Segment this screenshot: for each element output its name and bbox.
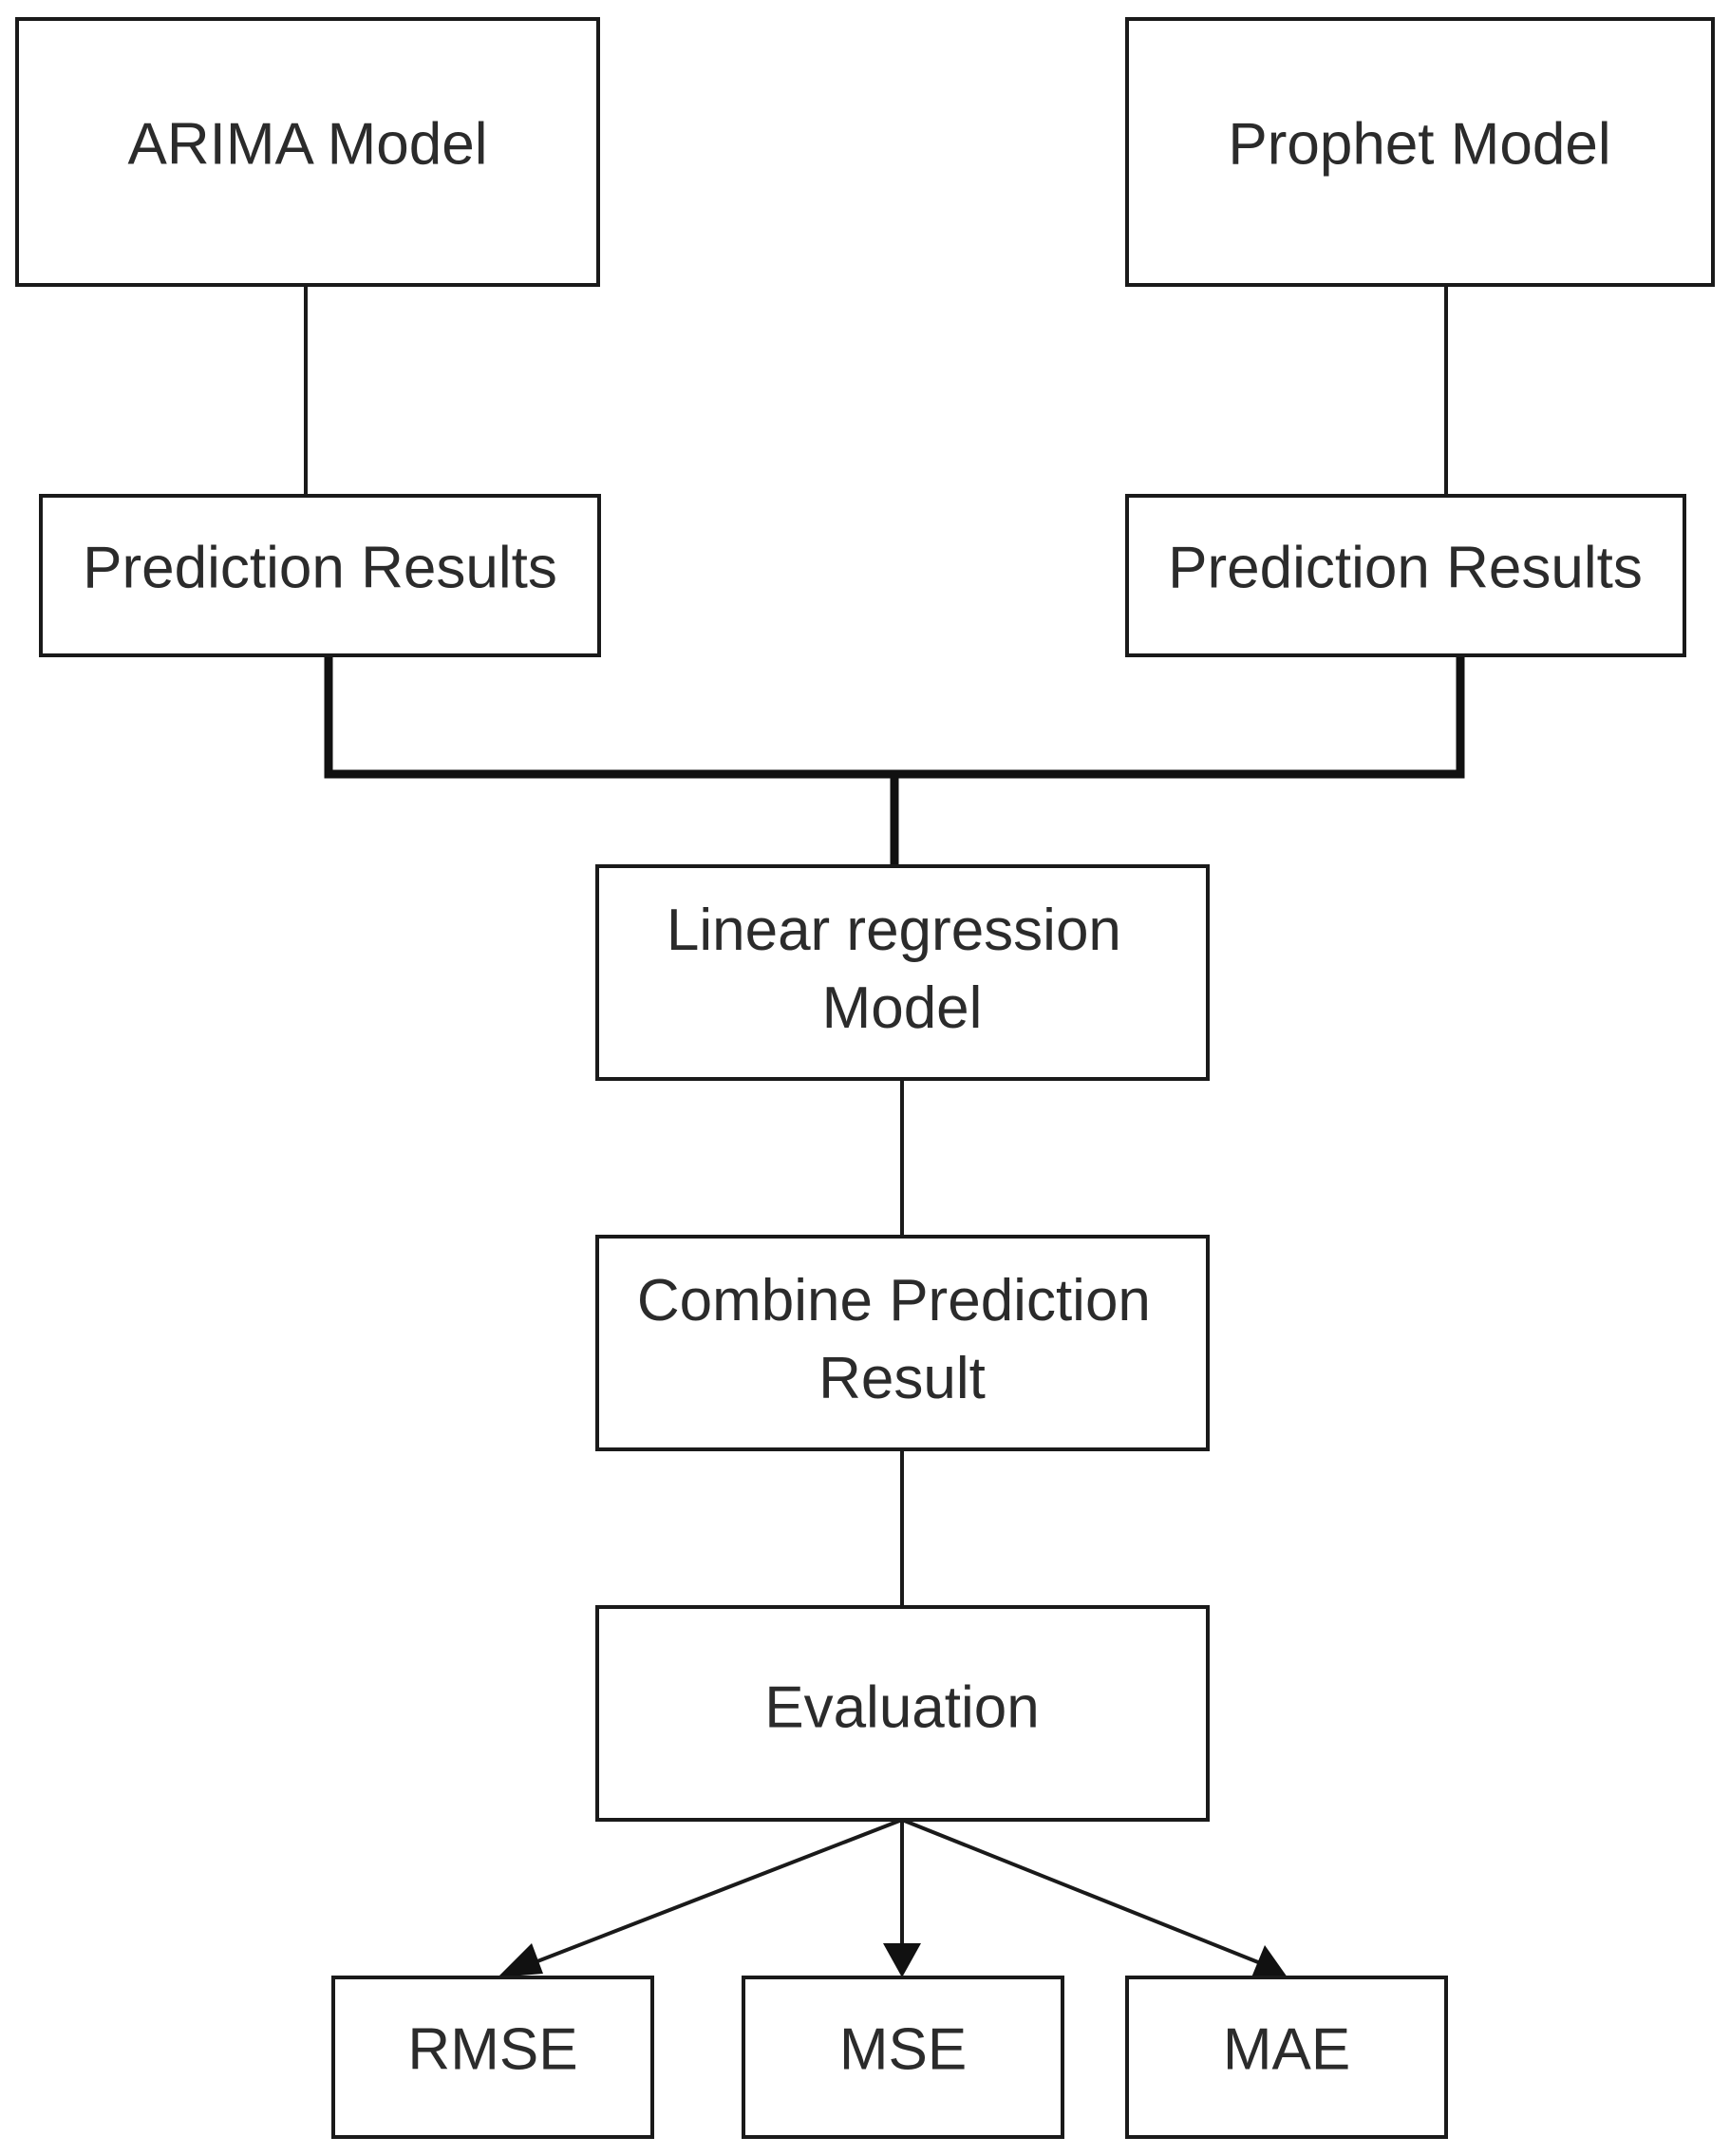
mse-box: MSE xyxy=(742,1976,1064,2139)
mae-label: MAE xyxy=(1223,2016,1350,2082)
prophet-prediction-results-label: Prediction Results xyxy=(1168,535,1643,600)
combine-prediction-result-line-1: Combine Prediction xyxy=(637,1268,1151,1333)
linear-regression-model-label: Linear regression Model xyxy=(667,898,1138,1041)
linear-regression-model-box: Linear regression Model xyxy=(595,864,1210,1081)
arima-model-box: ARIMA Model xyxy=(15,17,600,287)
rmse-label: RMSE xyxy=(407,2016,577,2082)
prophet-model-box: Prophet Model xyxy=(1125,17,1715,287)
evaluation-label: Evaluation xyxy=(764,1674,1040,1740)
edge-evaluation-to-rmse xyxy=(519,1818,903,1970)
rmse-box: RMSE xyxy=(331,1976,654,2139)
combine-prediction-result-line-2: Result xyxy=(818,1346,986,1411)
prophet-model-label: Prophet Model xyxy=(1228,111,1610,177)
arrowhead-rmse xyxy=(498,1943,543,1977)
connectors xyxy=(304,285,1465,1977)
mae-box: MAE xyxy=(1125,1976,1448,2139)
mse-label: MSE xyxy=(839,2016,967,2082)
prophet-prediction-results-box: Prediction Results xyxy=(1125,494,1686,657)
arrowhead-mse xyxy=(883,1943,921,1977)
edge-evaluation-to-mae xyxy=(901,1818,1264,1966)
evaluation-box: Evaluation xyxy=(595,1605,1210,1822)
combine-prediction-result-label: Combine Prediction Result xyxy=(637,1268,1167,1411)
linear-regression-model-line-2: Model xyxy=(822,975,983,1041)
linear-regression-model-line-1: Linear regression xyxy=(667,898,1121,963)
arrowhead-mae xyxy=(1251,1945,1288,1977)
edge-predictions-merge xyxy=(324,655,1465,779)
arima-prediction-results-label: Prediction Results xyxy=(83,535,557,600)
arima-prediction-results-box: Prediction Results xyxy=(39,494,601,657)
combine-prediction-result-box: Combine Prediction Result xyxy=(595,1235,1210,1451)
arima-model-label: ARIMA Model xyxy=(127,111,487,177)
